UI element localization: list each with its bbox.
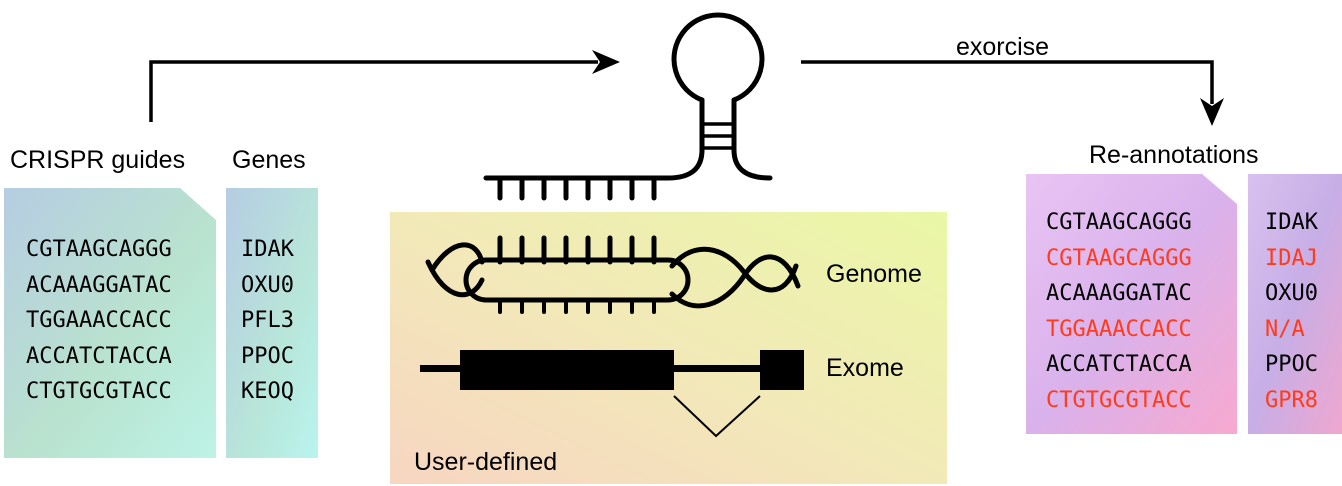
guide-item: CTGTGCGTACC bbox=[26, 379, 172, 404]
guide-item: TGGAAACCACC bbox=[26, 308, 172, 333]
reannotation-genes-document bbox=[1248, 174, 1342, 434]
reannotation-gene-item: IDAJ bbox=[1265, 245, 1318, 271]
user-defined-panel bbox=[390, 212, 947, 484]
reannotation-gene-item: OXU0 bbox=[1265, 281, 1318, 306]
gene-item: KEOQ bbox=[241, 379, 294, 404]
reannotation-guide-item: ACAAAGGATAC bbox=[1046, 281, 1192, 306]
guide-item: CGTAAGCAGGG bbox=[26, 237, 172, 262]
reannotation-guide-item: TGGAAACCACC bbox=[1046, 316, 1192, 342]
genes-document bbox=[226, 188, 318, 458]
genome-icon bbox=[425, 235, 801, 314]
reannotation-gene-item: GPR8 bbox=[1265, 387, 1318, 413]
hairpin-guide-icon bbox=[483, 12, 773, 201]
guide-item: ACCATCTACCA bbox=[26, 343, 172, 369]
genes-title: Genes bbox=[232, 146, 306, 174]
reannotation-guide-item: CGTAAGCAGGG bbox=[1046, 245, 1192, 271]
genes-list: IDAK OXU0 PFL3 PPOC KEOQ bbox=[241, 232, 294, 410]
reannotation-guide-item: CGTAAGCAGGG bbox=[1046, 210, 1192, 235]
reannotation-genes-list: IDAK IDAJ OXU0 N/A PPOC GPR8 bbox=[1265, 205, 1318, 418]
reannotation-guide-item: ACCATCTACCA bbox=[1046, 352, 1192, 377]
reannotation-guide-item: CTGTGCGTACC bbox=[1046, 387, 1192, 413]
exome-label: Exome bbox=[826, 354, 904, 382]
reannotation-guides-document bbox=[1026, 174, 1237, 434]
exorcise-label: exorcise bbox=[956, 33, 1050, 61]
gene-item: PFL3 bbox=[241, 308, 294, 333]
reannotation-guides-list: CGTAAGCAGGG CGTAAGCAGGG ACAAAGGATAC TGGA… bbox=[1046, 205, 1192, 418]
input-arrow bbox=[149, 60, 598, 122]
exome-icon bbox=[420, 350, 804, 438]
reannotation-gene-item: PPOC bbox=[1265, 352, 1318, 377]
gene-item: OXU0 bbox=[241, 272, 294, 298]
output-arrow bbox=[801, 60, 1214, 104]
guides-document bbox=[4, 188, 216, 458]
user-defined-label: User-defined bbox=[414, 448, 558, 476]
guide-item: ACAAAGGATAC bbox=[26, 272, 172, 298]
genome-label: Genome bbox=[826, 260, 922, 288]
guides-list: CGTAAGCAGGG ACAAAGGATAC TGGAAACCACC ACCA… bbox=[26, 232, 172, 410]
output-arrowhead bbox=[1200, 98, 1224, 126]
gene-item: IDAK bbox=[241, 237, 294, 262]
reannotation-gene-item: N/A bbox=[1265, 316, 1305, 342]
gene-item: PPOC bbox=[241, 343, 294, 369]
input-arrowhead bbox=[592, 50, 620, 74]
reannotation-gene-item: IDAK bbox=[1265, 210, 1318, 235]
reannotations-title: Re-annotations bbox=[1089, 141, 1259, 169]
guides-title: CRISPR guides bbox=[10, 146, 186, 174]
